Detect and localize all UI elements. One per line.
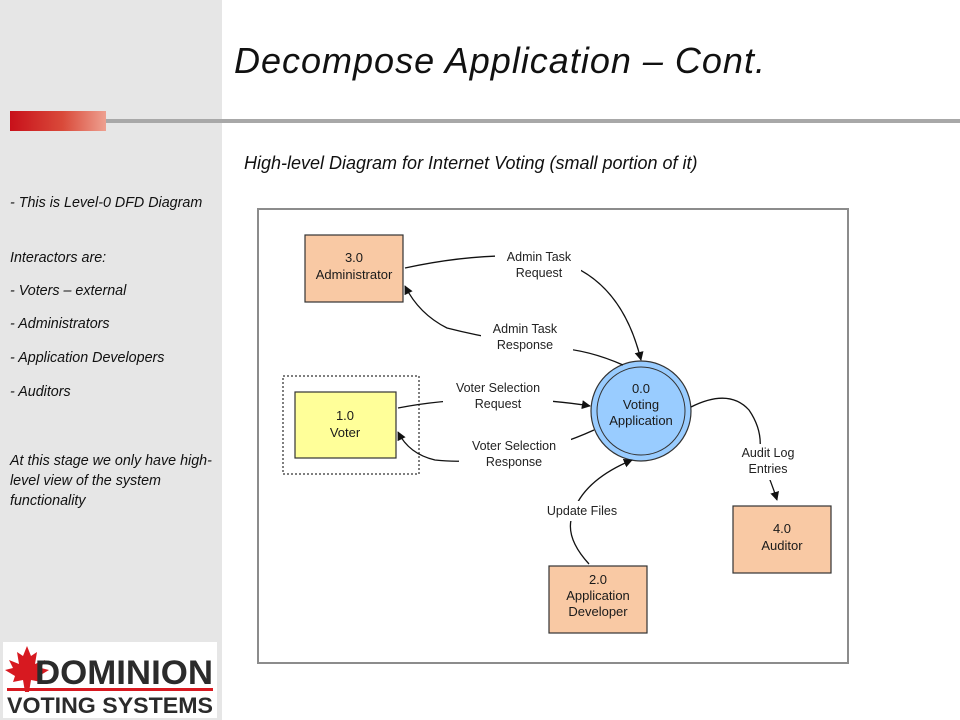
developer-id: 2.0 [589, 572, 607, 587]
note-stage: At this stage we only have high-level vi… [10, 453, 212, 509]
administrator-label: Administrator [316, 267, 393, 282]
dfd-canvas: 3.0 Administrator 1.0 Voter 0.0 Voting A… [282, 234, 832, 634]
voter-external-boundary [282, 375, 420, 475]
auditor-box [732, 505, 832, 574]
logo-word-dominion: DOMINION [35, 654, 213, 692]
voter-response-label-1: Voter Selection [472, 439, 556, 453]
voter-response-label-bg [459, 437, 571, 471]
logo-underline [7, 688, 213, 691]
auditor-label: Auditor [761, 538, 803, 553]
voting-application-line2: Application [609, 413, 673, 428]
page-title: Decompose Application – Cont. [234, 40, 766, 81]
auditor-id: 4.0 [773, 521, 791, 536]
accent-bar [10, 111, 106, 131]
diagram-subtitle: High-level Diagram for Internet Voting (… [244, 153, 698, 173]
admin-response-label-bg [481, 320, 573, 356]
audit-entries-label-1: Audit Log [742, 446, 795, 460]
voting-application-line1: Voting [623, 397, 659, 412]
developer-line1: Application [566, 588, 630, 603]
dominion-logo: DOMINION VOTING SYSTEMS [3, 642, 217, 718]
maple-leaf-icon [5, 646, 49, 692]
note-voters: - Voters – external [10, 283, 127, 299]
voter-request-label-bg [443, 378, 553, 414]
voter-label: Voter [330, 425, 361, 440]
voter-id: 1.0 [336, 408, 354, 423]
title-rule [106, 119, 960, 123]
developer-box [548, 565, 648, 634]
update-files-label-bg [539, 501, 625, 521]
dfd-diagram: 3.0 Administrator 1.0 Voter 0.0 Voting A… [257, 208, 849, 664]
voter-request-label-1: Voter Selection [456, 381, 540, 395]
admin-request-label-bg [495, 247, 581, 283]
note-interactors: Interactors are: [10, 250, 107, 266]
audit-entries-label-bg [733, 444, 803, 480]
admin-response-label-1: Admin Task [493, 322, 558, 336]
voting-application-id: 0.0 [632, 381, 650, 396]
admin-request-label-2: Request [516, 266, 563, 280]
administrator-box [304, 234, 404, 303]
voter-request-label-2: Request [475, 397, 522, 411]
voter-response-label-2: Response [486, 455, 542, 469]
update-files-label: Update Files [547, 504, 617, 518]
developer-line2: Developer [568, 604, 628, 619]
logo-word-voting-systems: VOTING SYSTEMS [7, 693, 213, 718]
note-level0: - This is Level-0 DFD Diagram [10, 195, 203, 211]
title-area [222, 0, 960, 120]
administrator-id: 3.0 [345, 250, 363, 265]
voting-application-inner-ring [596, 366, 686, 456]
admin-response-label-2: Response [497, 338, 553, 352]
note-administrators: - Administrators [10, 316, 110, 332]
note-developers: - Application Developers [10, 350, 165, 366]
note-auditors: - Auditors [10, 384, 71, 400]
audit-entries-label-2: Entries [749, 462, 788, 476]
voter-box [294, 391, 397, 459]
admin-request-label-1: Admin Task [507, 250, 572, 264]
voting-application-process [590, 360, 692, 462]
